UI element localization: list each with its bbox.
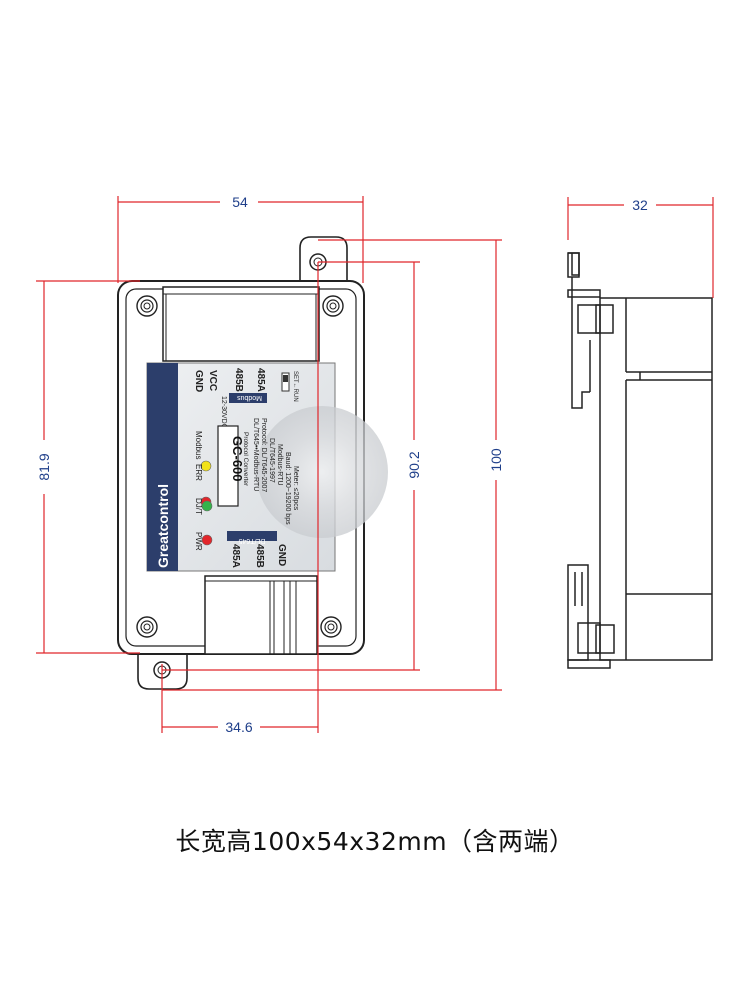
terminal-485b-bottom: 485B bbox=[254, 544, 265, 568]
corner-screw-bottom-left bbox=[136, 616, 158, 638]
bottom-terminal-block bbox=[204, 575, 318, 655]
spec-line-1: DL/T645••Modbus-RTU bbox=[252, 418, 259, 491]
dim-height-total: 100 bbox=[488, 448, 504, 472]
spec-line-4: Modbus-RTU bbox=[276, 444, 283, 486]
modbus-tag-text: Modbus bbox=[237, 394, 262, 401]
spec-line-3: DL/T645-1997 bbox=[268, 438, 275, 483]
top-terminal-block bbox=[162, 286, 320, 362]
corner-screw-top-right bbox=[322, 295, 344, 317]
dim-hole-spacing-v: 90.2 bbox=[406, 451, 422, 478]
corner-screw-bottom-right bbox=[320, 616, 342, 638]
product-label: Greatcontrol GND VCC 485B 485A 12-30VDC … bbox=[146, 362, 388, 572]
terminal-gnd-top: GND bbox=[193, 370, 204, 392]
dlt-tag-text: DL/T645 bbox=[238, 537, 265, 544]
brand-bar bbox=[147, 363, 178, 571]
label-watermark-disc bbox=[256, 406, 388, 538]
top-mounting-ear bbox=[299, 236, 348, 284]
terminal-485a-top: 485A bbox=[255, 368, 266, 392]
modbus-tag bbox=[229, 393, 267, 403]
spec-line-5: Baud: 1200~19200 bps bbox=[284, 452, 291, 525]
spec-line-2: Protocol: DL/T645-2007 bbox=[260, 418, 267, 492]
switch-label: SET←RUN bbox=[292, 371, 298, 402]
side-housing bbox=[599, 297, 713, 661]
led-label-djt: DJ/T bbox=[194, 498, 203, 515]
led-modbus bbox=[200, 460, 212, 472]
dim-height-body: 81.9 bbox=[36, 453, 52, 480]
terminal-gnd-bottom: GND bbox=[276, 544, 287, 566]
led-green bbox=[201, 500, 213, 512]
dimension-lines bbox=[36, 196, 714, 733]
dim-width: 54 bbox=[232, 194, 248, 210]
model-subtitle: Protocol Converter bbox=[242, 432, 249, 487]
led-label-err: ERR bbox=[194, 464, 203, 481]
terminal-485a-bottom: 485A bbox=[230, 544, 241, 568]
terminal-485b-top: 485B bbox=[233, 368, 244, 392]
led-label-modbus: Modbus bbox=[194, 431, 203, 459]
model-name: GC-600 bbox=[230, 436, 245, 482]
terminal-vcc-top: VCC bbox=[207, 370, 218, 391]
dim-depth: 32 bbox=[632, 197, 648, 213]
dlt-tag bbox=[227, 531, 277, 541]
brand-name: Greatcontrol bbox=[155, 484, 171, 568]
led-label-pwr: PWR bbox=[194, 532, 203, 551]
side-view bbox=[567, 252, 713, 669]
spec-line-6: Meter: ≤20pcs bbox=[292, 466, 299, 511]
size-caption: 长宽高100x54x32mm（含两端） bbox=[175, 827, 575, 856]
dim-hole-spacing-h: 34.6 bbox=[225, 719, 252, 735]
power-range: 12-30VDC bbox=[220, 396, 227, 429]
corner-screw-top-left bbox=[136, 295, 158, 317]
model-box bbox=[217, 425, 239, 507]
led-pwr bbox=[201, 534, 213, 546]
